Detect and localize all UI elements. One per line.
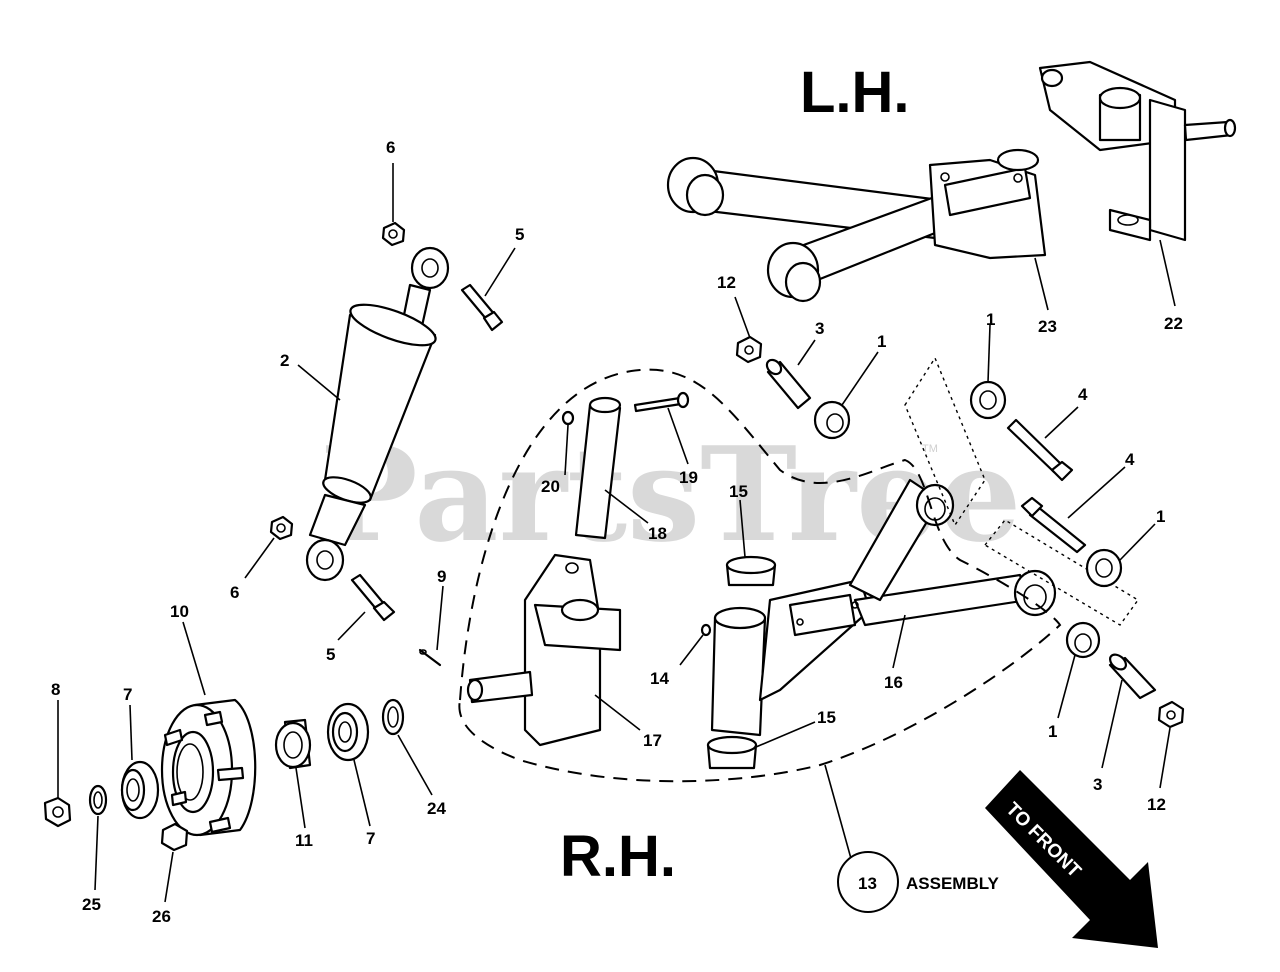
callout-11: 11 (295, 831, 313, 850)
watermark-trademark: TM (922, 443, 938, 455)
leader-lines (57, 163, 1176, 903)
bushing-1-d-part[interactable] (1065, 621, 1101, 659)
callout-24: 24 (427, 799, 446, 818)
callout-16: 16 (884, 673, 903, 692)
nut-6-lower-part[interactable] (269, 515, 294, 541)
callout-15-lower: 15 (817, 708, 836, 727)
callout-15-upper: 15 (729, 482, 748, 501)
pivot-pin-18-part[interactable] (574, 396, 622, 540)
spindle-17-part[interactable] (466, 553, 622, 747)
grease-fitting-14-part[interactable] (700, 623, 712, 637)
assembly-number: 13 (858, 874, 877, 893)
callout-labels: 6 5 2 6 5 10 8 7 25 26 11 7 24 9 20 18 1… (51, 138, 1183, 926)
bolt-5-upper-part[interactable] (460, 283, 504, 332)
callout-2: 2 (280, 351, 289, 370)
to-front-arrow: TO FRONT (985, 770, 1158, 948)
callout-17: 17 (643, 731, 662, 750)
lh-a-arm-part[interactable] (666, 148, 1047, 303)
cotter-pin-9-part[interactable] (418, 648, 442, 667)
lug-nut-26-part[interactable] (160, 822, 189, 852)
washer-24-part[interactable] (381, 698, 405, 736)
callout-14: 14 (650, 669, 669, 688)
callout-7-inner: 7 (366, 829, 375, 848)
callout-23: 23 (1038, 317, 1057, 336)
bearing-7-inner-part[interactable] (326, 702, 370, 762)
spacer-11-part[interactable] (274, 718, 312, 770)
bolt-5-lower-part[interactable] (350, 573, 396, 622)
callout-1-a: 1 (877, 332, 886, 351)
callout-22: 22 (1164, 314, 1183, 333)
bushing-1-b-part[interactable] (969, 380, 1007, 420)
callout-19: 19 (679, 468, 698, 487)
washer-25-part[interactable] (88, 784, 108, 816)
left-hand-title: L.H. (800, 60, 910, 125)
callout-1-b: 1 (986, 310, 995, 329)
shock-absorber-part[interactable] (305, 246, 450, 582)
assembly-label: ASSEMBLY (906, 874, 1000, 893)
nut-6-upper-part[interactable] (381, 221, 406, 247)
callout-5-lower: 5 (326, 645, 335, 664)
dotted-box-lower (983, 519, 1140, 626)
callout-6-upper: 6 (386, 138, 395, 157)
callout-3-upper: 3 (815, 319, 824, 338)
castle-nut-8-part[interactable] (43, 796, 72, 828)
callout-1-d: 1 (1048, 722, 1057, 741)
bearing-7-outer-part[interactable] (120, 760, 160, 820)
spacer-3-upper-part[interactable] (764, 357, 812, 410)
bushing-1-c-part[interactable] (1085, 548, 1123, 588)
callout-12-upper: 12 (717, 273, 736, 292)
assembly-13-outline (458, 368, 1062, 783)
callout-6-lower: 6 (230, 583, 239, 602)
callout-20: 20 (541, 477, 560, 496)
callout-3-lower: 3 (1093, 775, 1102, 794)
callout-4-upper: 4 (1078, 385, 1088, 404)
rh-a-arm-16-part[interactable] (710, 478, 1057, 737)
callout-1-c: 1 (1156, 507, 1165, 526)
callout-9: 9 (437, 567, 446, 586)
bushing-1-a-part[interactable] (813, 400, 851, 440)
callout-8: 8 (51, 680, 60, 699)
dotted-box-upper (904, 356, 986, 527)
callout-25: 25 (82, 895, 101, 914)
assembly-13-callout: 13 ASSEMBLY (837, 851, 1000, 913)
bushing-15-lower-part[interactable] (706, 735, 758, 770)
callout-12-lower: 12 (1147, 795, 1166, 814)
nut-12-upper-part[interactable] (735, 335, 763, 364)
bolt-19-part[interactable] (633, 391, 690, 413)
bushing-15-upper-part[interactable] (725, 555, 777, 587)
nut-12-lower-part[interactable] (1157, 700, 1185, 729)
bolt-4-lower-part[interactable] (1020, 496, 1087, 554)
callout-5-upper: 5 (515, 225, 524, 244)
callout-10: 10 (170, 602, 189, 621)
spacer-3-lower-part[interactable] (1107, 652, 1157, 700)
callout-7-outer: 7 (123, 685, 132, 704)
callout-26: 26 (152, 907, 171, 926)
right-hand-title: R.H. (560, 824, 676, 889)
hub-10-part[interactable] (160, 698, 257, 837)
lh-spindle-bracket-part[interactable] (1038, 60, 1237, 242)
bolt-4-upper-part[interactable] (1006, 418, 1074, 482)
callout-4-lower: 4 (1125, 450, 1135, 469)
callout-18: 18 (648, 524, 667, 543)
nut-20-part[interactable] (561, 410, 575, 426)
